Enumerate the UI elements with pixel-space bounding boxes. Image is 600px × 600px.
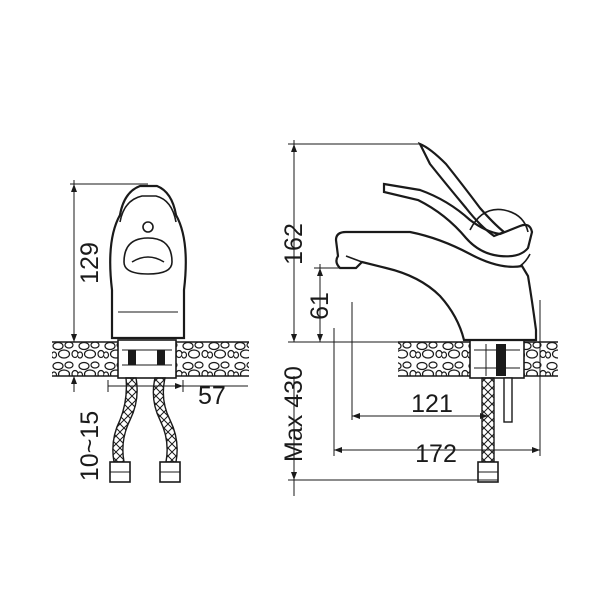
label-counter-thickness: 10~15 bbox=[76, 411, 104, 481]
dimension-spout-height: 61 bbox=[306, 264, 346, 342]
dimension-front-height: 129 bbox=[70, 180, 148, 342]
label-spout-height: 61 bbox=[306, 292, 334, 320]
label-total-height: 162 bbox=[280, 223, 308, 265]
front-view: 129 10~15 57 bbox=[52, 180, 249, 483]
dimension-total-depth: 172 bbox=[333, 300, 541, 468]
dimension-counter-thickness: 10~15 bbox=[71, 376, 104, 481]
side-faucet-body bbox=[334, 141, 538, 342]
front-flex-hoses bbox=[109, 377, 181, 483]
side-view: 162 61 Max 430 121 bbox=[280, 140, 558, 496]
front-faucet-body bbox=[109, 184, 187, 340]
dimension-total-height: 162 bbox=[280, 140, 420, 342]
dimension-max-hose-length: Max 430 bbox=[280, 366, 498, 496]
front-countertop bbox=[52, 339, 249, 379]
label-front-height: 129 bbox=[76, 242, 104, 284]
side-countertop bbox=[398, 339, 558, 379]
label-hose-spacing: 57 bbox=[198, 382, 226, 410]
label-total-depth: 172 bbox=[415, 440, 457, 468]
label-spout-reach: 121 bbox=[411, 390, 453, 418]
side-flex-hose bbox=[477, 377, 513, 483]
label-max-hose-length: Max 430 bbox=[280, 366, 308, 462]
dimension-hose-spacing: 57 bbox=[107, 380, 248, 410]
dimension-spout-reach: 121 bbox=[351, 302, 488, 420]
